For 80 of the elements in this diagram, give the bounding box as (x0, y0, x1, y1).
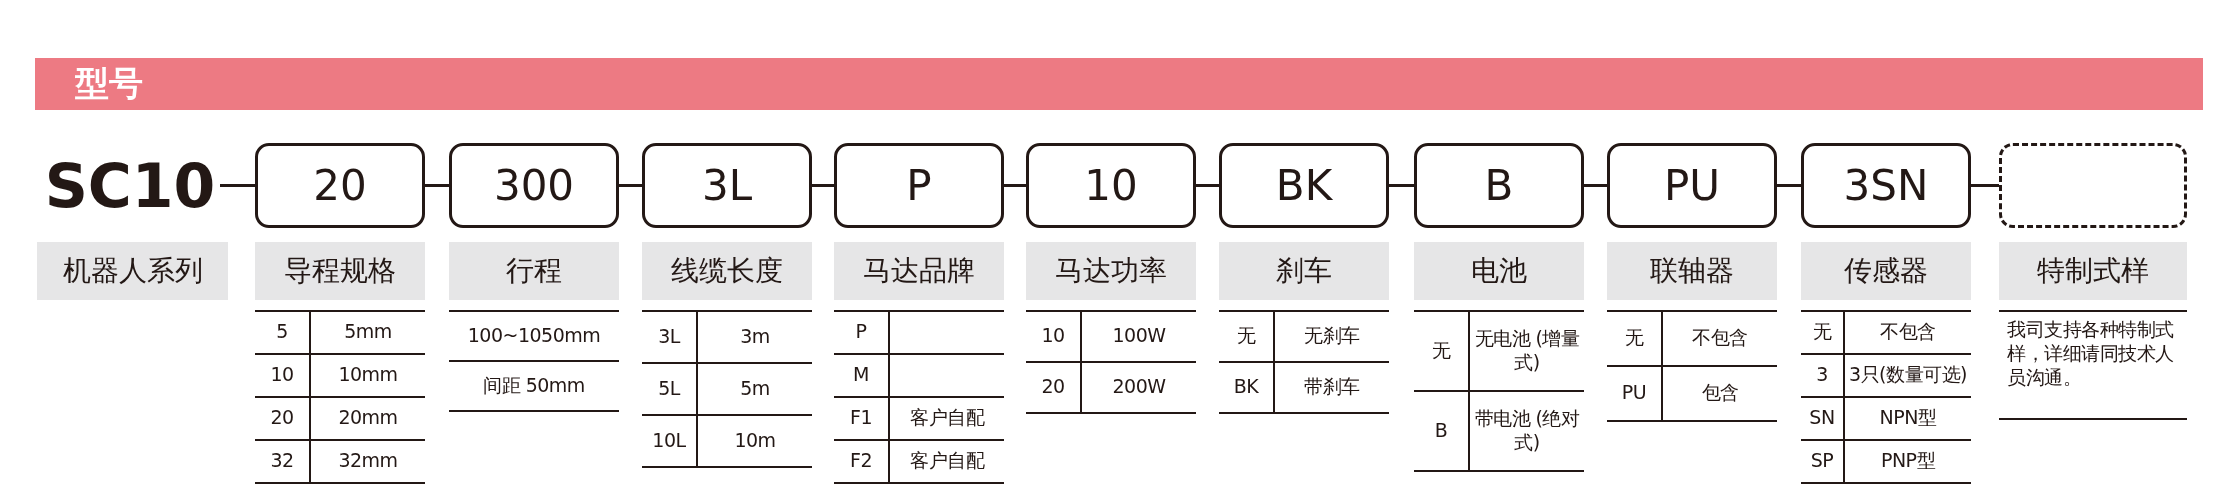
header-cell: 导程规格 (255, 242, 425, 300)
table-cell-text: 10m (733, 427, 777, 453)
code-box: BK (1219, 143, 1389, 228)
table-cell-text: 10 (1040, 323, 1066, 349)
table-cell-text: M (852, 362, 870, 388)
connector-line (425, 184, 449, 187)
connector-line (1196, 184, 1219, 187)
connector-line (220, 184, 255, 187)
note-text: 我司支持各种特制式样，详细请同技术人员沟通。 (2007, 318, 2175, 390)
table-cell-text: SP (1809, 448, 1835, 474)
table-cell-text: BK (1232, 374, 1260, 400)
table-cell-text: 客户自配 (909, 448, 986, 474)
code-box: 300 (449, 143, 619, 228)
connector-line (1584, 184, 1607, 187)
table-cell-text: PNP型 (1879, 448, 1937, 474)
table-cell-text: NPN型 (1878, 405, 1938, 431)
table-cell-text: 10mm (337, 362, 399, 388)
connector-line (619, 184, 642, 187)
header-cell: 联轴器 (1607, 242, 1777, 300)
table-cell-text: 不包含 (1879, 319, 1937, 345)
connector-line (1389, 184, 1414, 187)
table-cell-text: B (1433, 417, 1449, 443)
series-code: SC10 (40, 143, 220, 228)
header-cell: 线缆长度 (642, 242, 812, 300)
table-cell-text: PU (1620, 380, 1648, 406)
header-cell: 机器人系列 (37, 242, 228, 300)
connector-line (1971, 184, 1999, 187)
table-cell-text: 20mm (337, 405, 399, 431)
header-cell: 电池 (1414, 242, 1584, 300)
table-cell-text: 200W (1111, 374, 1167, 400)
table-cell-text: 3L (657, 323, 682, 349)
table-cell-text: 间距 50mm (482, 372, 586, 398)
table-cell-text: 带电池 (绝对式) (1473, 405, 1581, 455)
table-cell-text: 无 (1235, 323, 1257, 349)
code-box: 3L (642, 143, 812, 228)
table-cell-text: 10L (651, 427, 687, 453)
connector-line (1777, 184, 1801, 187)
title: 型号 (75, 62, 143, 105)
table-cell-text: 100~1050mm (466, 322, 602, 348)
table-cell-text: 32mm (337, 448, 399, 474)
table-cell-text: P (854, 319, 868, 345)
table-cell-text: 5 (275, 319, 289, 345)
table-cell-text: 带刹车 (1303, 374, 1361, 400)
table-cell-text: 10 (269, 362, 295, 388)
connector-line (812, 184, 834, 187)
table-cell-text: 无刹车 (1303, 323, 1361, 349)
table-cell-text: 5m (739, 375, 771, 401)
table-cell-text: 无 (1811, 319, 1833, 345)
header-cell: 刹车 (1219, 242, 1389, 300)
table-cell-text: F1 (849, 405, 873, 431)
table-cell-text: 包含 (1700, 380, 1740, 406)
placeholder-box (1999, 143, 2187, 228)
table-cell-text: 20 (269, 405, 295, 431)
code-box: 10 (1026, 143, 1196, 228)
header-cell: 马达品牌 (834, 242, 1004, 300)
code-box: P (834, 143, 1004, 228)
table-cell-text: SN (1808, 405, 1836, 431)
code-box: 20 (255, 143, 425, 228)
header-cell: 行程 (449, 242, 619, 300)
header-cell: 特制式样 (1999, 242, 2187, 300)
table-cell-text: 100W (1111, 323, 1167, 349)
code-box: B (1414, 143, 1584, 228)
table-cell-text: 无 (1430, 337, 1452, 363)
table-cell-text: 3 (1815, 362, 1829, 388)
connector-line (1004, 184, 1026, 187)
table-cell-text: 5L (657, 375, 682, 401)
header-cell: 传感器 (1801, 242, 1971, 300)
table-cell-text: 3m (739, 323, 771, 349)
code-box: 3SN (1801, 143, 1971, 228)
table-cell-text: 5mm (343, 319, 393, 345)
header-cell: 马达功率 (1026, 242, 1196, 300)
table-cell-text: 20 (1040, 374, 1066, 400)
table-cell-text: 无 (1623, 325, 1645, 351)
table-cell-text: 客户自配 (909, 405, 986, 431)
table-cell-text: 32 (269, 448, 295, 474)
code-box: PU (1607, 143, 1777, 228)
table-cell-text: 3只(数量可选) (1848, 362, 1968, 388)
table-cell-text: 不包含 (1691, 325, 1749, 351)
table-cell-text: 无电池 (增量式) (1473, 325, 1581, 375)
table-cell-text: F2 (849, 448, 873, 474)
